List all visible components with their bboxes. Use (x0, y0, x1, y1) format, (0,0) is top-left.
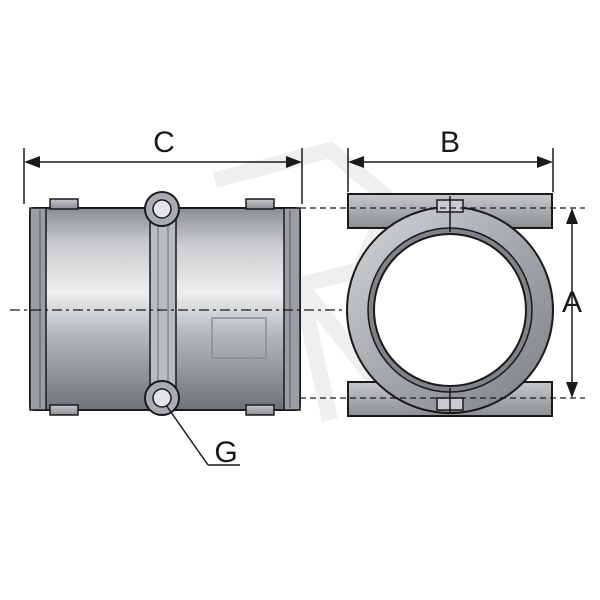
bottom-screw (144, 380, 180, 416)
end-view (346, 193, 554, 417)
side-view (29, 191, 301, 416)
top-tab-right (245, 198, 275, 210)
dimension-label-a: A (562, 286, 582, 319)
center-seam (149, 209, 177, 409)
bottom-tab-right (245, 404, 275, 416)
dimension-lines (10, 148, 585, 466)
bore (373, 233, 527, 387)
dimension-label-b: B (440, 126, 460, 159)
left-rim (29, 207, 47, 411)
bottom-tab-left (49, 404, 79, 416)
recessed-panel (211, 317, 267, 359)
dimension-label-c: C (153, 126, 175, 159)
top-screw (144, 191, 180, 227)
dimension-label-g: G (214, 436, 237, 469)
right-rim (283, 207, 301, 411)
top-tab-left (49, 198, 79, 210)
